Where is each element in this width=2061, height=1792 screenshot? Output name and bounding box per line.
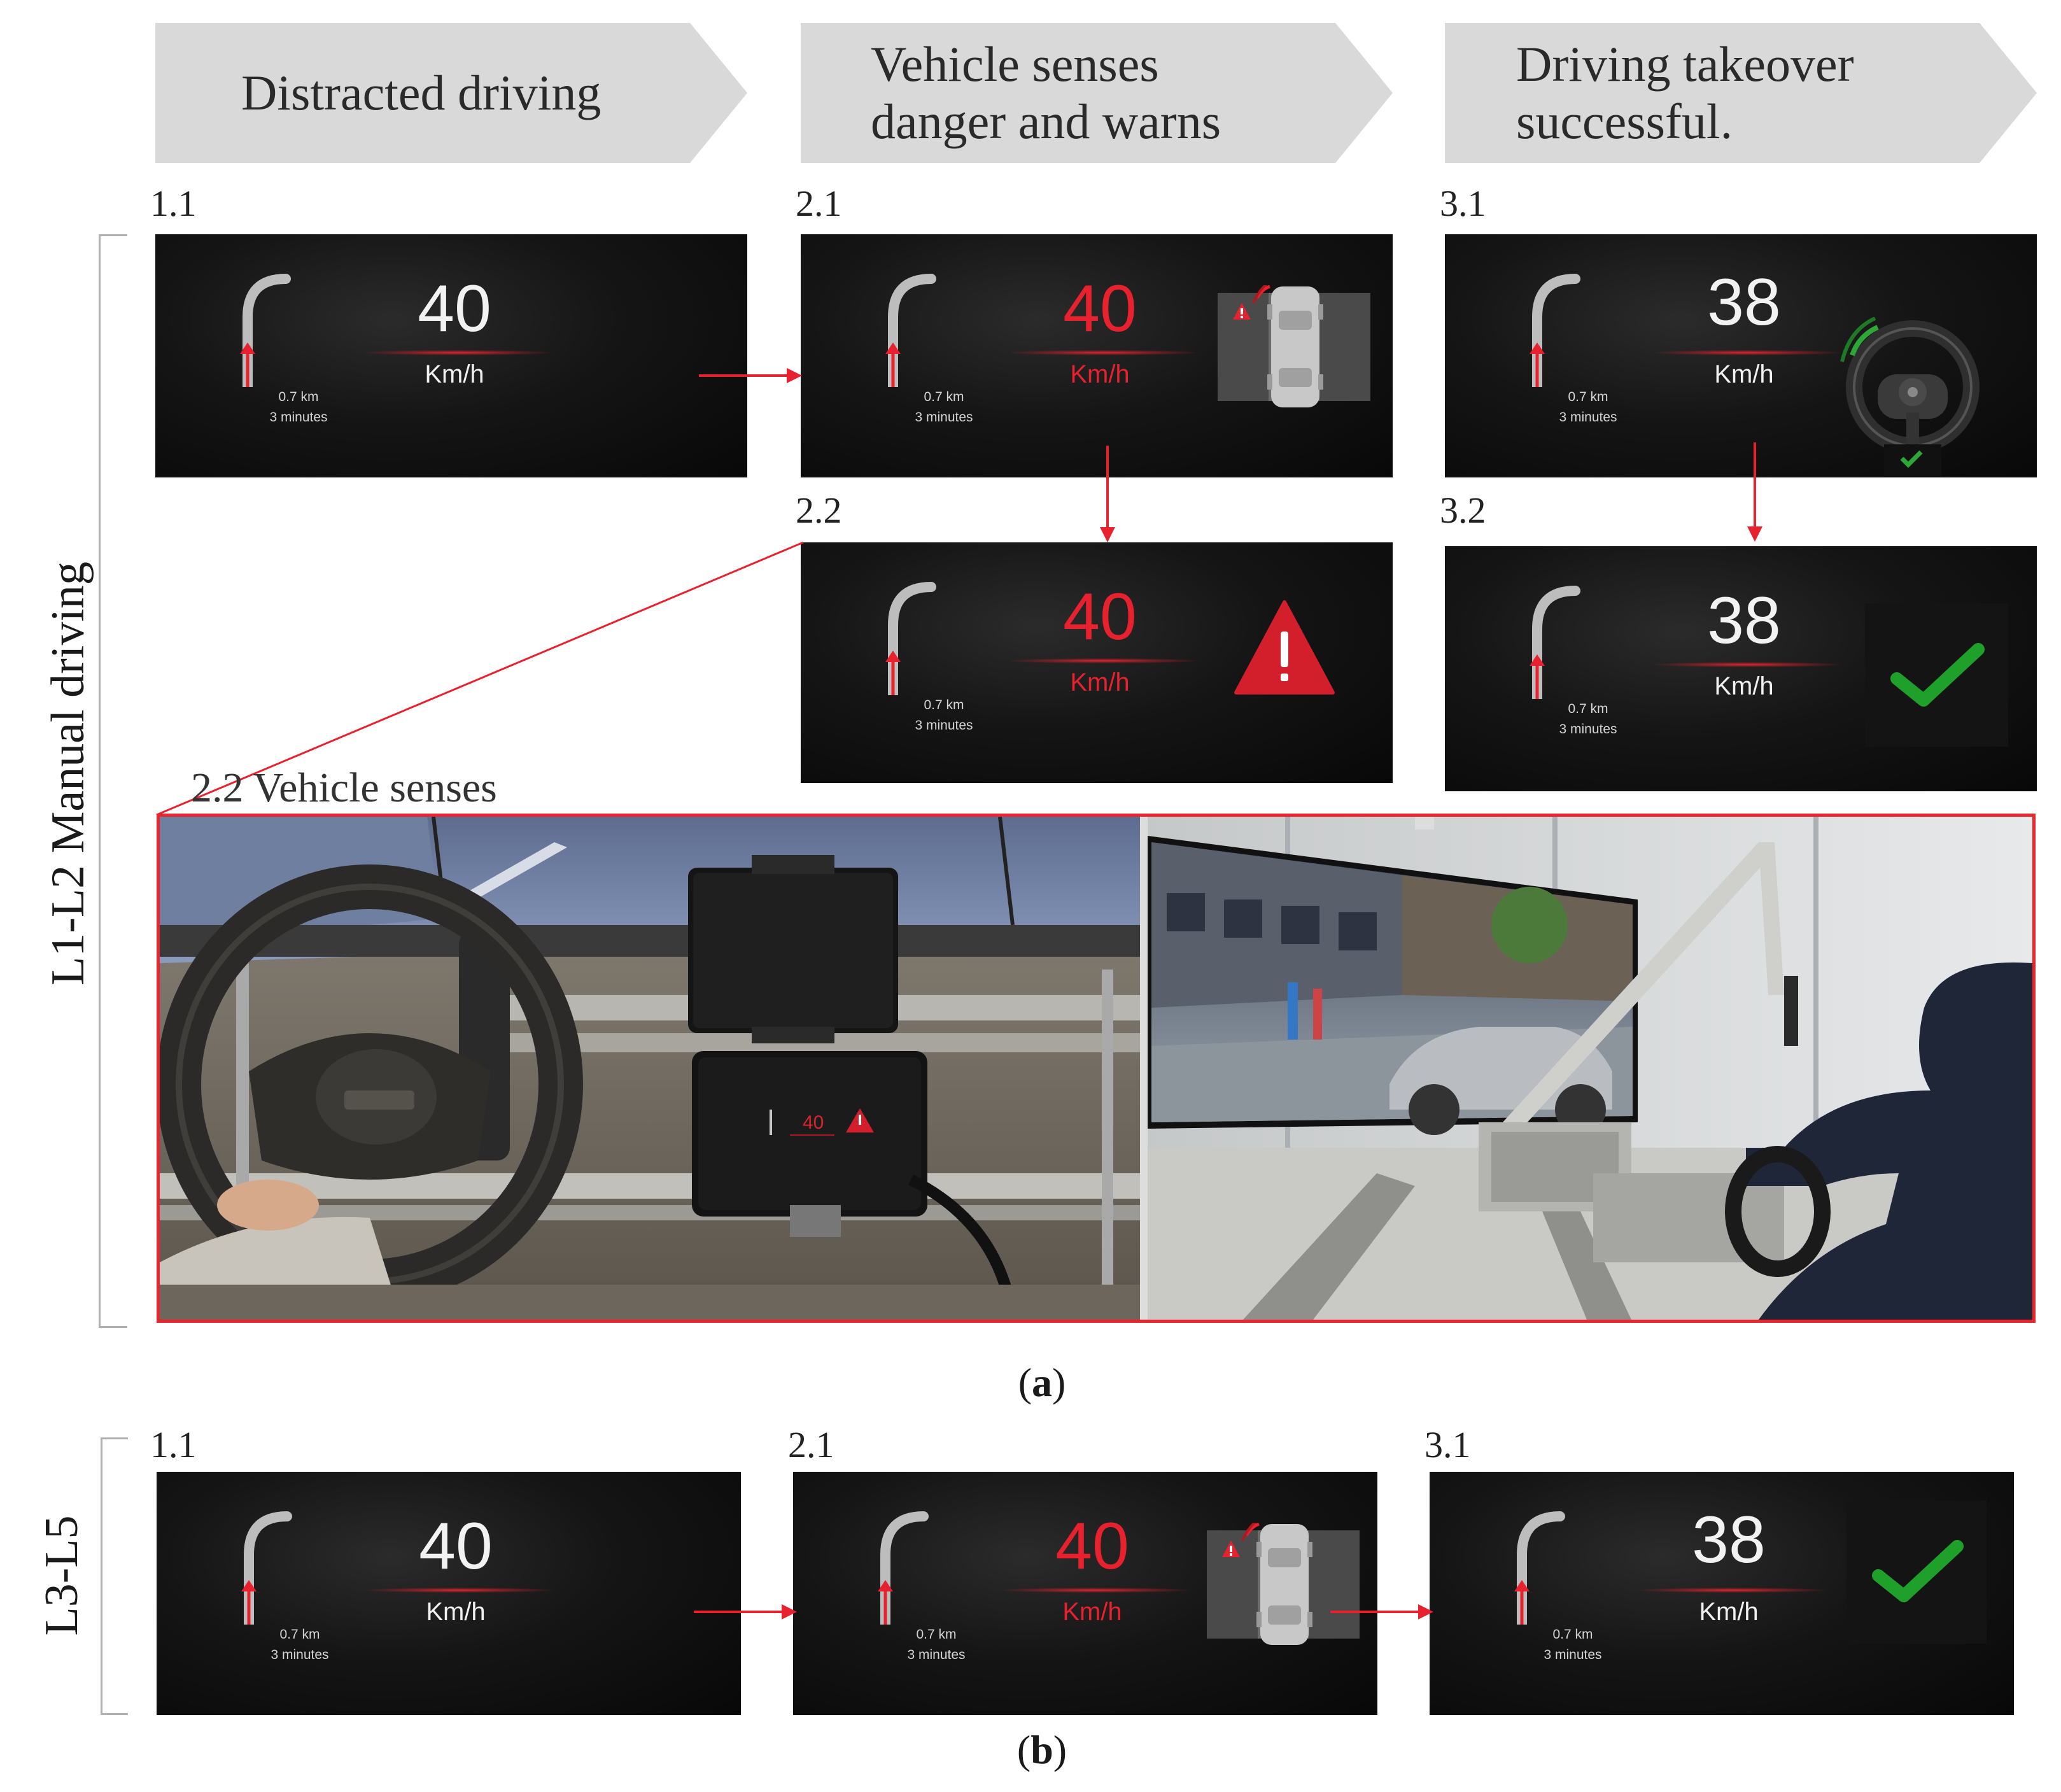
speed-unit: Km/h bbox=[1062, 1598, 1122, 1626]
speed-unit: Km/h bbox=[1070, 360, 1130, 388]
arrow-a-2-1-down bbox=[1100, 446, 1115, 542]
arrow-b-2-to-3 bbox=[1330, 1604, 1433, 1619]
curved-road-icon bbox=[240, 274, 291, 387]
speed-underline bbox=[1011, 350, 1195, 355]
speed-value: 40 bbox=[419, 1509, 493, 1583]
header-text-3: Driving takeover successful. bbox=[1516, 36, 1854, 149]
curved-road-icon bbox=[1530, 274, 1580, 387]
checkmark-icon bbox=[1865, 603, 2008, 747]
curved-road-icon bbox=[1514, 1511, 1565, 1625]
section-a-bracket bbox=[99, 234, 127, 1328]
panel-label-b-3-1: 3.1 bbox=[1424, 1424, 1471, 1465]
panel-label-a-1-1: 1.1 bbox=[150, 183, 197, 224]
header-text-2: Vehicle senses danger and warns bbox=[871, 36, 1221, 149]
simulator-room-photo bbox=[1148, 817, 2032, 1320]
curved-road-icon bbox=[878, 1511, 929, 1625]
panel-label-a-2-2: 2.2 bbox=[796, 490, 842, 531]
zoom-connector-line bbox=[156, 541, 804, 816]
speed-underline bbox=[1655, 662, 1839, 667]
speed-value: 40 bbox=[1063, 580, 1137, 654]
panel-label-b-2-1: 2.1 bbox=[788, 1424, 834, 1465]
speed-value: 38 bbox=[1707, 265, 1781, 339]
tablet-speed: 40 bbox=[803, 1112, 824, 1133]
curved-road-icon bbox=[241, 1511, 292, 1625]
panel-label-b-1-1: 1.1 bbox=[150, 1424, 197, 1465]
speed-unit: Km/h bbox=[1699, 1598, 1759, 1626]
speed-underline bbox=[1655, 350, 1839, 355]
speed-unit: Km/h bbox=[1714, 360, 1774, 388]
speed-underline bbox=[1003, 1588, 1188, 1593]
speed-underline bbox=[1640, 1588, 1824, 1593]
simulator-cockpit-photo: 40 bbox=[160, 817, 1140, 1320]
arrow-b-1-to-2 bbox=[694, 1604, 797, 1619]
speed-value: 40 bbox=[418, 272, 491, 346]
panel-label-a-3-2: 3.2 bbox=[1440, 490, 1486, 531]
header-text-1: Distracted driving bbox=[241, 65, 601, 120]
photo-section-label: 2.2 Vehicle senses bbox=[191, 765, 497, 811]
speed-underline bbox=[365, 350, 550, 355]
curved-road-icon bbox=[885, 274, 936, 387]
section-b-side-label: L3-L5 bbox=[36, 1515, 88, 1636]
car-top-view-icon bbox=[1207, 1523, 1360, 1645]
section-b-bracket bbox=[101, 1437, 128, 1715]
speed-underline bbox=[1011, 658, 1195, 663]
speed-value: 40 bbox=[1063, 272, 1137, 346]
speed-unit: Km/h bbox=[425, 360, 484, 388]
car-top-view-icon bbox=[1218, 285, 1370, 407]
checkmark-icon bbox=[1846, 1500, 1987, 1644]
speed-unit: Km/h bbox=[1070, 668, 1130, 696]
steering-wheel-icon bbox=[1840, 317, 1980, 476]
panel-label-a-2-1: 2.1 bbox=[796, 183, 842, 224]
speed-underline bbox=[367, 1588, 551, 1593]
speed-unit: Km/h bbox=[426, 1598, 486, 1626]
arrow-a-3-1-down bbox=[1747, 442, 1762, 542]
panel-label-a-3-1: 3.1 bbox=[1440, 183, 1486, 224]
simulator-photo-frame: 40 bbox=[157, 814, 2036, 1323]
header-chevron-3: Driving takeover successful. bbox=[1445, 23, 2037, 163]
header-chevron-2: Vehicle senses danger and warns bbox=[801, 23, 1393, 163]
speed-value: 38 bbox=[1707, 584, 1781, 658]
speed-value: 38 bbox=[1692, 1503, 1766, 1577]
speed-unit: Km/h bbox=[1714, 672, 1774, 700]
speed-value: 40 bbox=[1055, 1509, 1129, 1583]
section-a-side-label: L1-L2 Manual driving bbox=[42, 561, 94, 985]
header-chevron-1: Distracted driving bbox=[155, 23, 747, 163]
arrow-a-1-to-2 bbox=[699, 368, 802, 383]
curved-road-icon bbox=[1530, 586, 1580, 699]
caption-b: (b) bbox=[1016, 1727, 1067, 1772]
caption-a: (a) bbox=[1018, 1360, 1066, 1405]
warning-triangle-icon bbox=[1234, 600, 1335, 695]
curved-road-icon bbox=[885, 582, 936, 695]
